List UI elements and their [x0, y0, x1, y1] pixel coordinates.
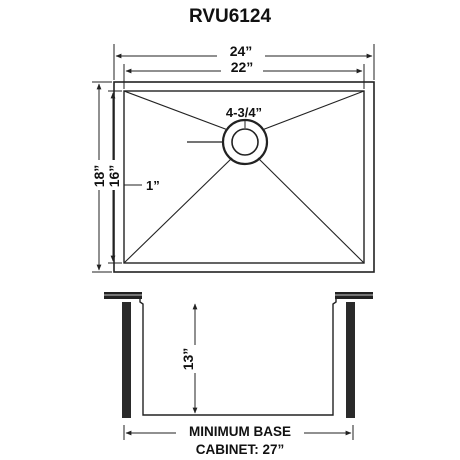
width-dimensions: 24” 22”	[113, 43, 375, 89]
inner-depth-label: 16”	[106, 165, 122, 188]
bowl-depth-label: 13”	[180, 348, 196, 371]
outer-depth-label-bg	[91, 160, 107, 190]
slope-line-bottom-right	[257, 157, 365, 264]
inner-width-label: 22”	[231, 59, 254, 75]
section-view: 13” MINIMUM BASE CABINET: 27”	[104, 292, 373, 458]
inner-width-label-bg	[221, 60, 263, 76]
slope-line-top-right	[261, 90, 365, 131]
bowl-depth-label-bg	[187, 345, 201, 373]
diagram-title: RVU6124	[189, 6, 271, 27]
slope-line-bottom-left	[123, 157, 233, 264]
countertop-right	[335, 292, 373, 299]
cabinet-note-line1: MINIMUM BASE	[189, 424, 291, 439]
cabinet-panel-right	[346, 302, 355, 418]
cabinet-note-line2: CABINET: 27”	[196, 442, 285, 457]
top-view: 4-3/4” 1”	[113, 81, 375, 273]
cabinet-panel-left	[122, 302, 131, 418]
sink-bowl-profile	[139, 299, 337, 416]
outer-width-label-bg	[217, 44, 265, 60]
outer-width-label: 24”	[230, 43, 253, 59]
inner-depth-label-bg	[106, 160, 120, 190]
drain-offset-label: 4-3/4”	[226, 105, 262, 120]
outer-depth-label: 18”	[91, 165, 107, 188]
cabinet-note-bg	[176, 422, 304, 458]
countertop-left	[104, 292, 142, 299]
corner-offset-label: 1”	[146, 178, 160, 193]
sink-inner-bowl	[123, 90, 365, 264]
depth-dimensions: 18” 16”	[91, 81, 122, 273]
slope-line-top-left	[123, 90, 229, 131]
drain-inner-ring	[231, 128, 259, 156]
